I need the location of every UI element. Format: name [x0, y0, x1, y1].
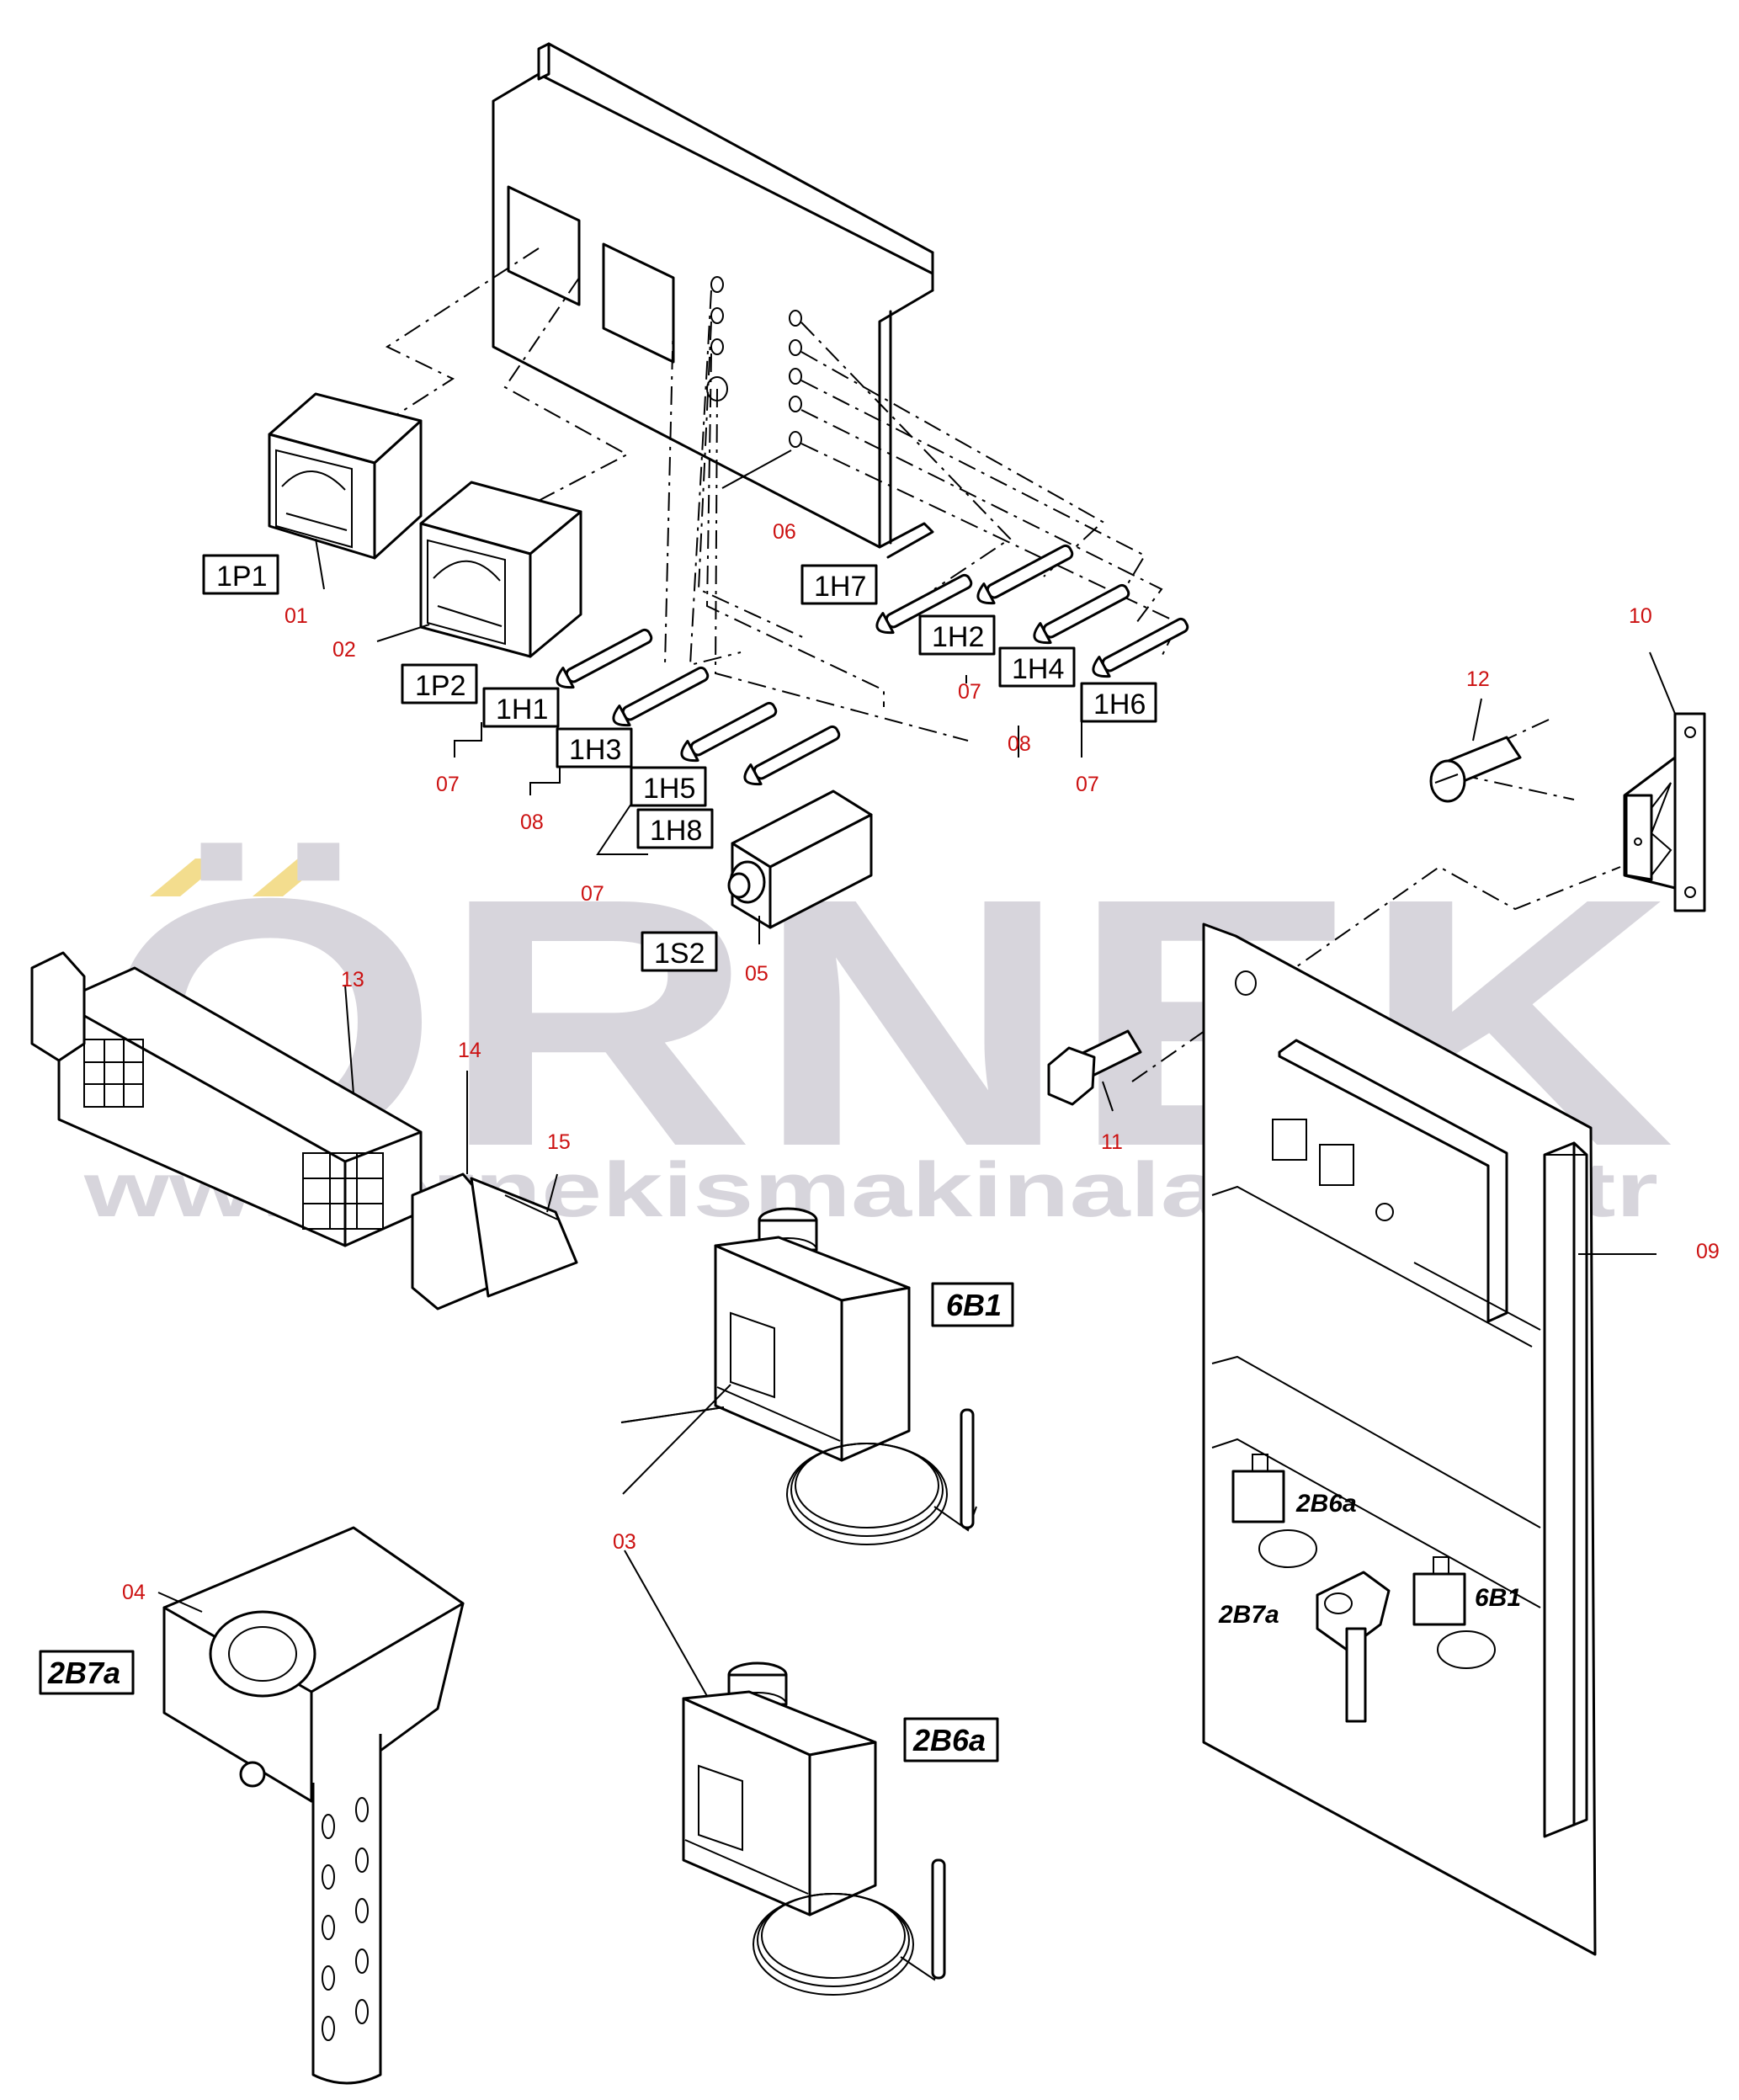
- label-1H4: 1H4: [1012, 653, 1064, 685]
- label-2B6a: 2B6a: [912, 1723, 986, 1757]
- cabinet-thermostat-2B6a: [1231, 1454, 1317, 1568]
- part-number-09: 09: [1696, 1240, 1720, 1263]
- watermark-accent-mark: [253, 859, 328, 896]
- part-number-04: 04: [122, 1581, 146, 1604]
- cabinet-label-6B1: 6B1: [1475, 1584, 1521, 1612]
- part-number-11: 11: [1101, 1130, 1123, 1154]
- screw-12: [1429, 736, 1522, 803]
- label-boxes: [39, 554, 1157, 1762]
- thermostat-6B1: [714, 1207, 977, 1545]
- bolt-11: [1047, 1029, 1142, 1106]
- part-numbers: 01 02 03 04 05 06 07 07 07 07 08 08 09 1…: [122, 520, 1720, 1604]
- indicator-lamp: [556, 544, 1189, 785]
- bracket-10: [1623, 712, 1706, 912]
- part-number-05: 05: [745, 962, 768, 986]
- thermostat-2B7a: [162, 1526, 465, 2085]
- label-1H2: 1H2: [932, 621, 984, 653]
- part-number-14: 14: [458, 1039, 481, 1062]
- cabinet-panel-09: [1202, 922, 1597, 1956]
- label-1S2: 1S2: [654, 938, 705, 970]
- cabinet-label-2B7a: 2B7a: [1218, 1601, 1279, 1629]
- label-1H7: 1H7: [814, 571, 866, 603]
- part-number-15: 15: [547, 1130, 571, 1154]
- terminal-rail-assembly: [30, 951, 578, 1311]
- part-number-07-b: 07: [581, 882, 604, 906]
- cabinet-thermostat-6B1: [1412, 1556, 1496, 1669]
- part-number-07-a: 07: [436, 773, 460, 796]
- thermostat-2B6a: [682, 1661, 946, 1996]
- meter-1P2: [419, 481, 582, 658]
- part-number-13: 13: [341, 968, 364, 992]
- part-number-07-d: 07: [1076, 773, 1099, 796]
- part-number-10: 10: [1629, 604, 1652, 628]
- part-number-03: 03: [613, 1530, 636, 1554]
- part-number-08-a: 08: [520, 811, 544, 834]
- part-number-08-b: 08: [1008, 732, 1031, 756]
- part-number-11-12: 12: [1466, 667, 1490, 691]
- label-6B1: 6B1: [946, 1288, 1002, 1322]
- component-labels: 1P1 1P2 1H1 1H3 1H5 1H8 1H7 1H2 1H4 1H6 …: [47, 561, 1521, 1757]
- part-number-01: 01: [285, 604, 308, 628]
- label-1H3: 1H3: [569, 734, 621, 766]
- part-number-07-c: 07: [958, 680, 981, 704]
- selector-switch-1S2: [727, 789, 873, 929]
- leader-lines: [157, 538, 1676, 1697]
- mounting-plate: [492, 42, 934, 559]
- cabinet-thermostat-2B7a: [1316, 1571, 1391, 1723]
- watermark-accent-mark: [150, 859, 226, 896]
- label-1H8: 1H8: [650, 815, 702, 847]
- label-1H1: 1H1: [496, 694, 548, 726]
- part-number-02: 02: [332, 638, 356, 662]
- indicator-hole: [706, 276, 802, 448]
- probe-slot: [322, 1797, 369, 2041]
- label-1P2: 1P2: [415, 670, 466, 702]
- terminal-grid: [83, 1039, 384, 1230]
- cabinet-label-2B6a: 2B6a: [1295, 1490, 1357, 1518]
- label-1P1: 1P1: [216, 561, 268, 593]
- label-1H6: 1H6: [1093, 688, 1146, 720]
- label-2B7a: 2B7a: [47, 1656, 120, 1690]
- meter-1P1: [268, 392, 423, 560]
- label-1H5: 1H5: [643, 773, 695, 805]
- part-number-06: 06: [773, 520, 796, 544]
